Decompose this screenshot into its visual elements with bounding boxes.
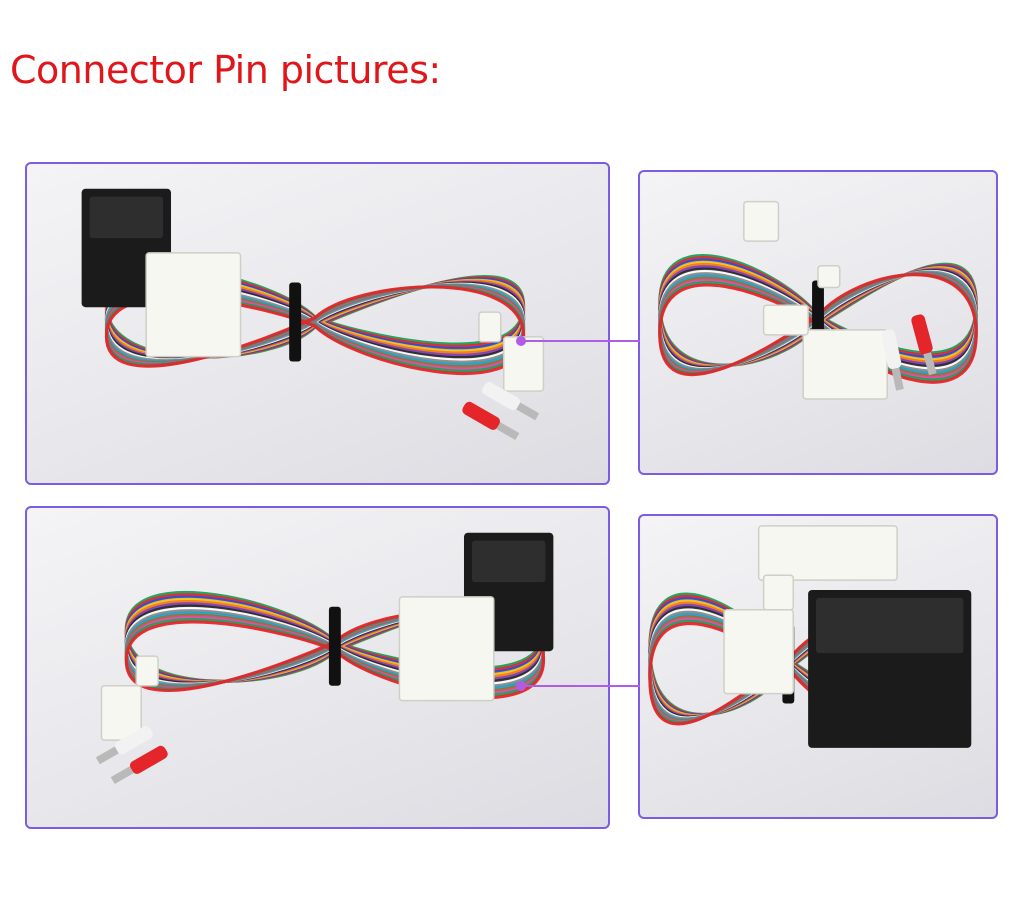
rca-body <box>462 401 501 430</box>
white-pin-connector <box>145 252 242 358</box>
harness-closeup-quadlock <box>638 514 998 819</box>
rca-pin <box>516 402 540 421</box>
wire <box>124 609 546 700</box>
callout-dot <box>516 681 526 691</box>
connector-face <box>816 597 964 654</box>
rca-plug <box>95 726 153 765</box>
white-pin-connector <box>762 574 795 611</box>
rca-body <box>881 329 902 370</box>
connector-face <box>89 196 164 239</box>
rca-pin <box>110 766 134 785</box>
callout-line <box>522 340 640 342</box>
white-pin-connector <box>762 304 809 336</box>
rca-plug <box>110 745 168 785</box>
cable-tie <box>328 606 341 686</box>
closeup-illustration <box>648 525 972 748</box>
rca-pin <box>95 746 119 765</box>
white-pin-connector <box>478 311 502 343</box>
callout-dot <box>516 336 526 346</box>
harness-photo-right-connector <box>25 506 610 829</box>
harness-illustration <box>95 532 554 785</box>
white-pin-connector <box>135 655 159 687</box>
rca-body <box>482 382 520 411</box>
harness-closeup-pins-rca <box>638 170 998 475</box>
white-pin-connector <box>723 609 795 695</box>
harness-illustration <box>81 188 545 441</box>
rca-plug <box>911 314 937 376</box>
rca-body <box>115 726 153 755</box>
rca-pin <box>923 352 937 376</box>
rca-plug <box>881 329 904 391</box>
rca-body <box>129 745 168 774</box>
harness-photo-left-connector <box>25 162 610 485</box>
page-heading: Connector Pin pictures: <box>10 48 441 92</box>
closeup-illustration <box>658 200 978 400</box>
white-pin-connector <box>757 525 898 581</box>
white-pin-connector <box>802 329 888 400</box>
rca-plug <box>462 401 520 441</box>
white-pin-connector <box>743 200 780 242</box>
rca-pin <box>891 367 904 391</box>
white-pin-connector <box>398 596 495 702</box>
callout-line <box>522 685 640 687</box>
rca-plug <box>482 382 540 421</box>
white-pin-connector <box>817 265 841 289</box>
cable-tie <box>289 282 302 362</box>
rca-body <box>911 314 933 354</box>
wire <box>658 273 978 384</box>
connector-face <box>471 540 546 583</box>
rca-pin <box>496 422 520 441</box>
